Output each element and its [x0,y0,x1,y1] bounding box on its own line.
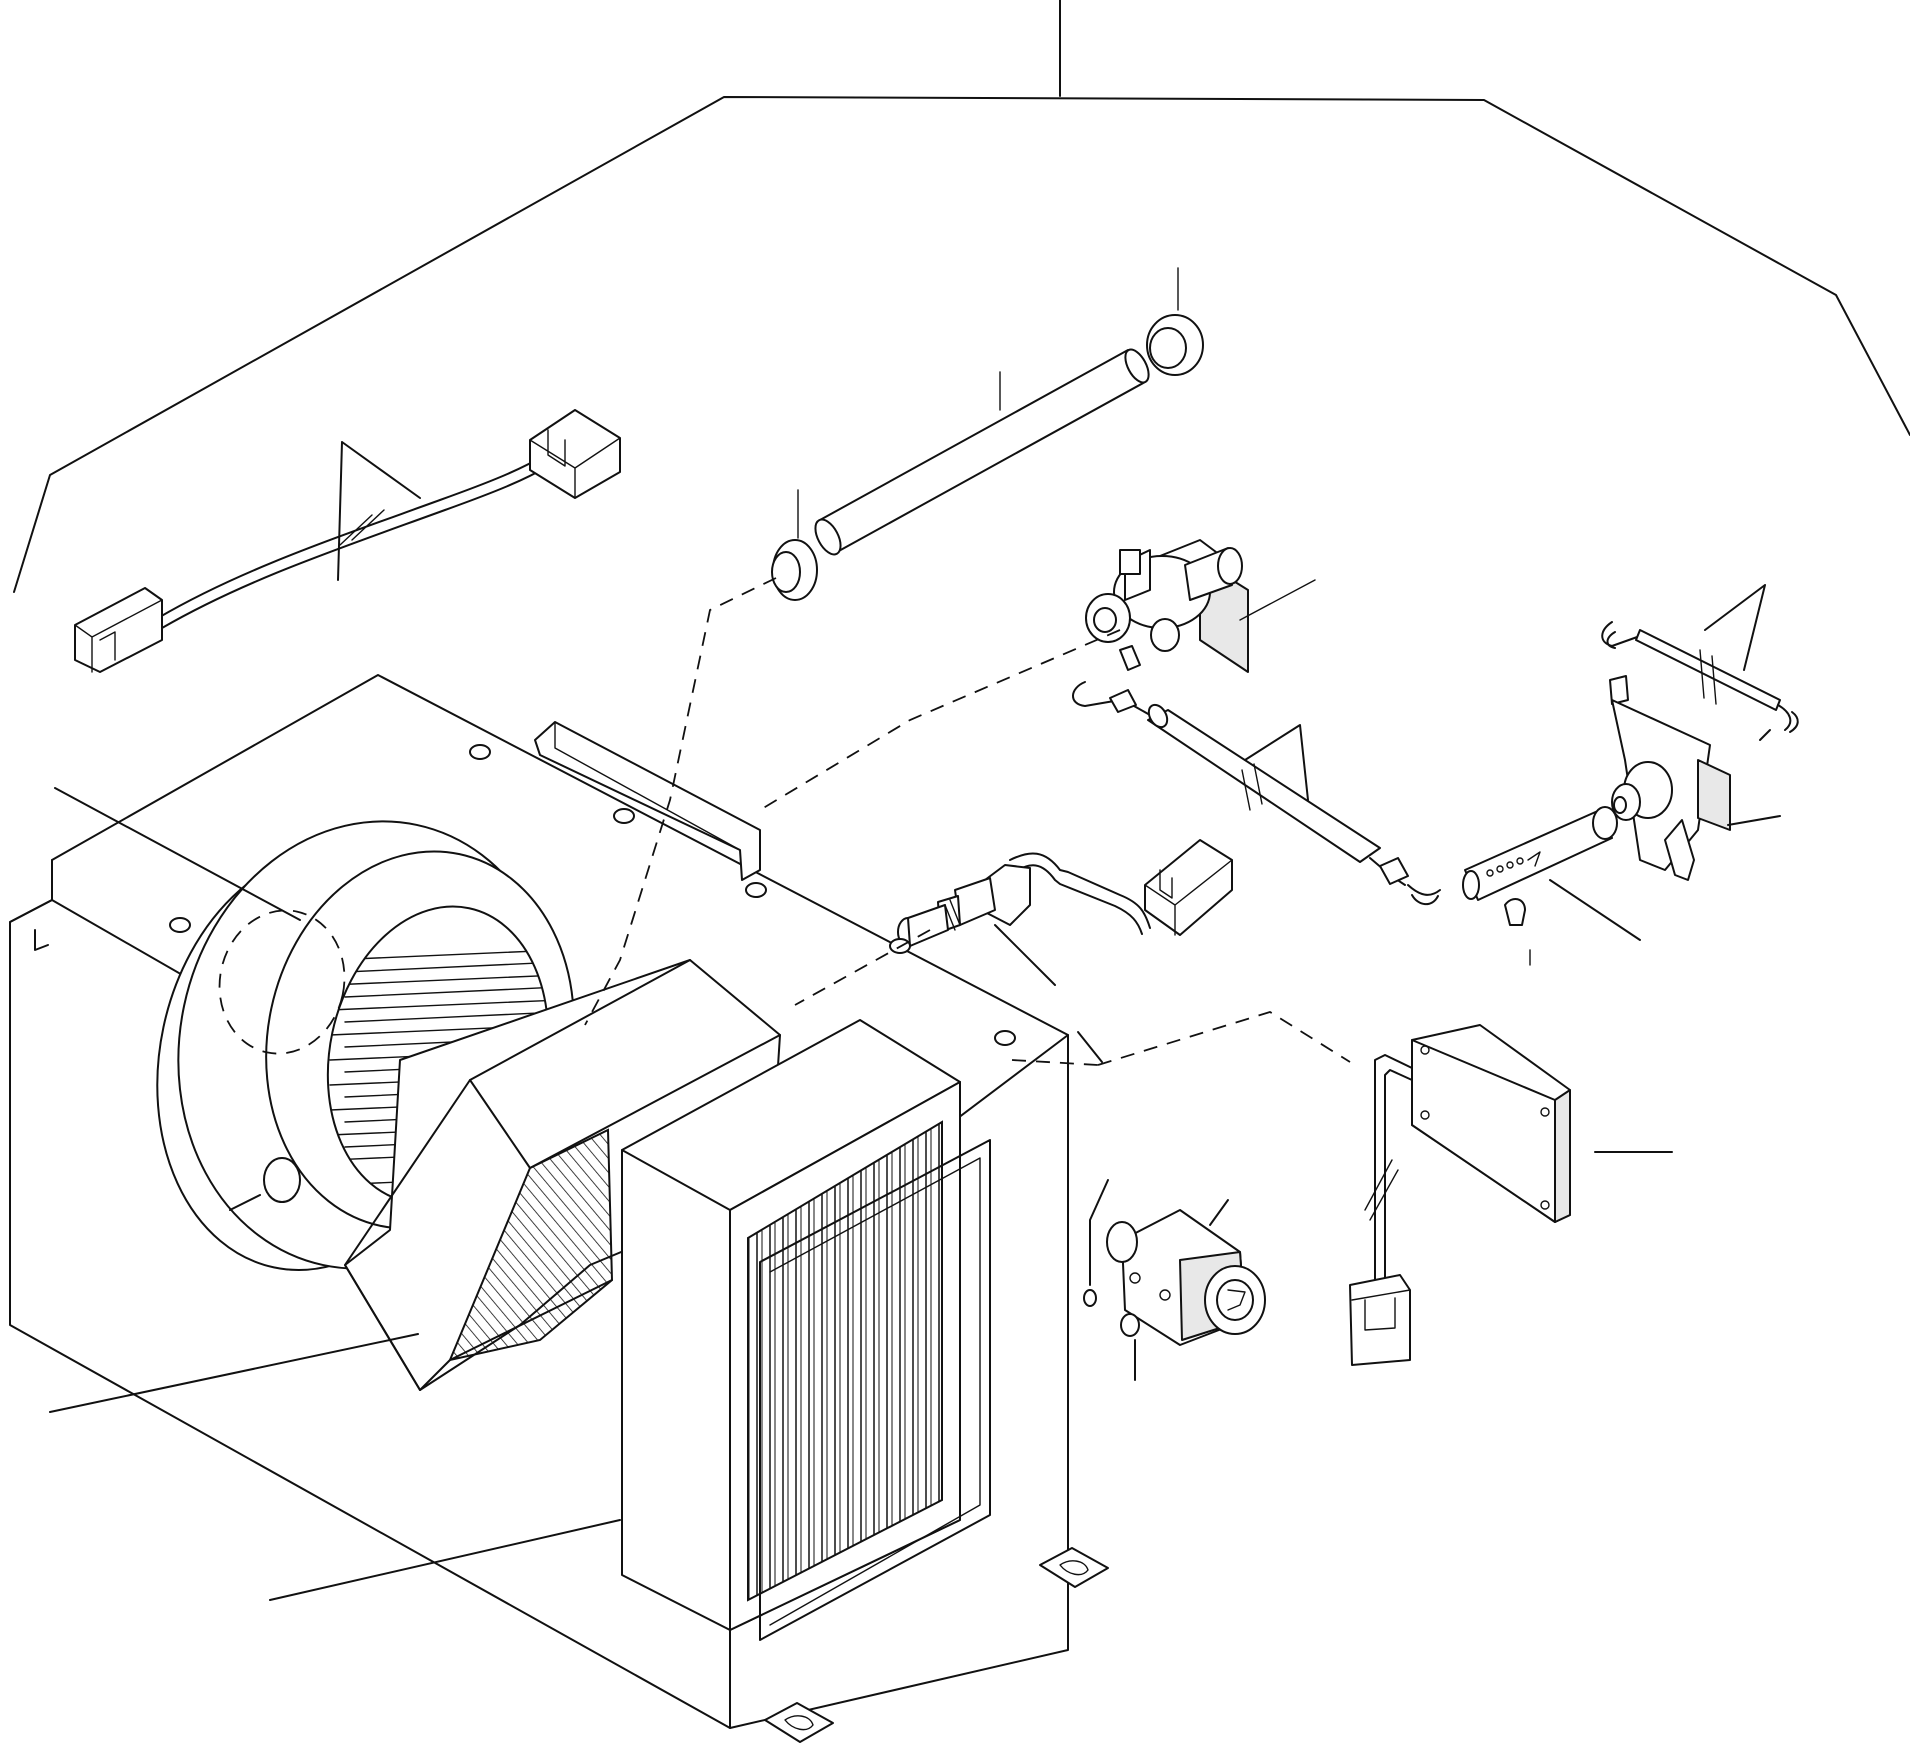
control-cable-valve [1072,681,1441,906]
connector-icon [529,409,621,499]
actuator-motor [1609,675,1781,881]
hose-pipe [814,348,1150,556]
connector-icon [74,587,163,673]
o-rings [1083,1179,1140,1381]
group-outline [13,0,1910,593]
rotary-switch [1106,1199,1266,1346]
water-valve [1085,539,1316,673]
actuator-rod [1462,806,1641,941]
resistor-unit [1349,1024,1673,1366]
duct-bracket [534,721,761,881]
mounting-foot [764,1547,1109,1743]
filter-duct [344,959,781,1391]
heater-core [49,1019,991,1641]
thermo-sensor [897,839,1233,986]
control-cable-upper [1601,584,1799,741]
grommet-right [1146,267,1204,376]
retaining-clip [1504,898,1531,966]
leader-lines [54,787,1103,1063]
assembly-lines [584,577,1351,1066]
wiring-harness [74,409,621,673]
grommet-left [771,489,818,601]
